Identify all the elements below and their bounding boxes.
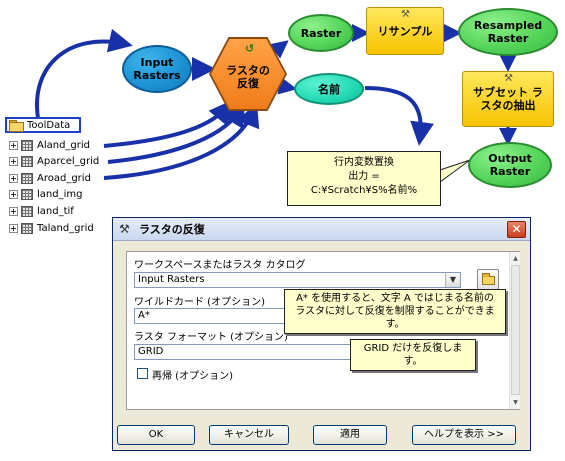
workspace-combo[interactable]: Input Rasters ▼ <box>134 272 461 288</box>
expand-icon[interactable] <box>9 156 18 166</box>
subset-label: サブセット ラ スタの抽出 <box>473 86 543 112</box>
cancel-button[interactable]: キャンセル <box>209 425 289 445</box>
open-folder-icon <box>482 273 495 285</box>
tree-item[interactable]: Taland_grid <box>9 221 94 235</box>
expand-icon[interactable] <box>9 223 18 233</box>
tool-hammer-icon: ⚒ <box>504 73 513 84</box>
tree-item[interactable]: Aroad_grid <box>9 171 91 185</box>
raster-label: Raster <box>300 26 342 40</box>
show-help-button-label: ヘルプを表示 >> <box>424 429 504 440</box>
resample-tool-node[interactable]: ⚒ リサンプル <box>366 7 444 55</box>
input-rasters-node[interactable]: Input Rasters <box>122 45 192 93</box>
connector-aland-iterate <box>103 99 234 148</box>
connector-tooldata-input <box>34 28 133 119</box>
browse-folder-button[interactable] <box>477 269 499 290</box>
grid-raster-icon <box>21 188 33 200</box>
tree-item-label: land_img <box>37 188 83 200</box>
expand-icon[interactable] <box>9 173 18 183</box>
connector-aroad-iterate <box>103 102 260 180</box>
dialog-titlebar[interactable]: ⚒ ラスタの反復 ✕ <box>113 218 530 241</box>
name-node[interactable]: 名前 <box>294 73 364 105</box>
raster-format-value: GRID <box>138 346 164 357</box>
tree-root-tooldata[interactable]: ToolData <box>5 117 81 133</box>
show-help-button[interactable]: ヘルプを表示 >> <box>412 425 516 445</box>
input-rasters-label: Input Rasters <box>133 56 181 82</box>
callout-line-3: C:¥Scratch¥S%名前% <box>310 185 418 196</box>
recursive-label: 再帰 (オプション) <box>152 371 233 382</box>
ok-button-label: OK <box>148 429 164 440</box>
format-tip: GRID だけを反復します。 <box>350 339 476 371</box>
recursive-checkbox[interactable] <box>137 368 148 379</box>
tree-item[interactable]: land_tif <box>9 204 74 218</box>
tree-item-label: Taland_grid <box>37 222 94 234</box>
wildcard-label: ワイルドカード (オプション) <box>134 297 265 308</box>
expand-icon[interactable] <box>9 206 18 216</box>
expand-icon[interactable] <box>9 189 18 199</box>
cancel-button-label: キャンセル <box>224 429 274 440</box>
inline-substitution-callout: 行内変数置換 出力 = C:¥Scratch¥S%名前% <box>287 151 441 206</box>
resampled-raster-label: Resampled Raster <box>473 19 543 45</box>
scroll-thumb[interactable] <box>511 265 520 395</box>
iterate-rasters-node[interactable]: ↺ ラスタの 反復 <box>209 37 287 111</box>
connector-name-callout <box>364 86 434 146</box>
callout-line-1: 行内変数置換 <box>334 157 394 168</box>
resampled-raster-node[interactable]: Resampled Raster <box>458 8 558 56</box>
iterate-rasters-dialog: ⚒ ラスタの反復 ✕ ワークスペースまたはラスタ カタログ Input Rast… <box>112 217 531 451</box>
tool-hammer-icon: ⚒ <box>401 9 410 20</box>
output-raster-node[interactable]: Output Raster <box>468 142 552 188</box>
scroll-up-icon[interactable]: ▲ <box>513 255 518 262</box>
apply-button-label: 適用 <box>340 429 360 440</box>
grid-raster-icon <box>21 172 33 184</box>
folder-icon <box>9 120 24 132</box>
wildcard-tip-line-2: ラスタに対して反復を制限することができます。 <box>295 306 495 330</box>
tree-item-label: land_tif <box>37 205 74 217</box>
iterate-rasters-label: ラスタの 反復 <box>226 64 270 90</box>
scroll-down-icon[interactable]: ▼ <box>513 399 518 406</box>
callout-line-2: 出力 = <box>348 171 380 182</box>
name-label: 名前 <box>318 82 340 96</box>
tree-item-label: Aroad_grid <box>37 172 91 184</box>
callout-pointer <box>439 159 471 183</box>
grid-raster-icon <box>21 205 33 217</box>
workspace-label: ワークスペースまたはラスタ カタログ <box>134 260 306 271</box>
connector-aparcel-iterate <box>107 102 246 164</box>
parameters-scrollbar[interactable]: ▲ ▼ <box>509 252 520 409</box>
format-tip-text: GRID だけを反復します。 <box>363 343 463 367</box>
wildcard-tip: A* を使用すると、文字 A ではじまる名前の ラスタに対して反復を制限すること… <box>284 289 506 334</box>
close-icon: ✕ <box>511 222 522 236</box>
iterator-icon: ↺ <box>245 42 255 55</box>
workspace-value: Input Rasters <box>138 274 205 285</box>
output-raster-label: Output Raster <box>488 152 532 178</box>
tree-item-label: Aland_grid <box>37 139 91 151</box>
tool-hammer-icon: ⚒ <box>119 222 130 236</box>
subset-tool-node[interactable]: ⚒ サブセット ラ スタの抽出 <box>462 71 554 127</box>
tree-item[interactable]: Aland_grid <box>9 138 90 152</box>
wildcard-tip-line-1: A* を使用すると、文字 A ではじまる名前の <box>296 293 494 304</box>
apply-button[interactable]: 適用 <box>313 425 387 445</box>
expand-icon[interactable] <box>9 140 18 150</box>
tree-root-label: ToolData <box>27 119 71 131</box>
tree-item[interactable]: land_img <box>9 187 82 201</box>
close-button[interactable]: ✕ <box>507 221 526 238</box>
tree-item[interactable]: Aparcel_grid <box>9 154 99 168</box>
wildcard-value: A* <box>138 310 150 321</box>
raster-node[interactable]: Raster <box>288 14 354 52</box>
tree-item-label: Aparcel_grid <box>37 155 100 167</box>
raster-format-label: ラスタ フォーマット (オプション) <box>134 332 288 343</box>
dialog-title: ラスタの反復 <box>139 223 205 236</box>
grid-raster-icon <box>21 155 33 167</box>
grid-raster-icon <box>21 139 33 151</box>
grid-raster-icon <box>21 222 33 234</box>
workspace-dropdown-button[interactable]: ▼ <box>445 273 460 287</box>
chevron-down-icon: ▼ <box>449 275 457 284</box>
ok-button[interactable]: OK <box>117 425 195 445</box>
resample-label: リサンプル <box>377 24 433 38</box>
